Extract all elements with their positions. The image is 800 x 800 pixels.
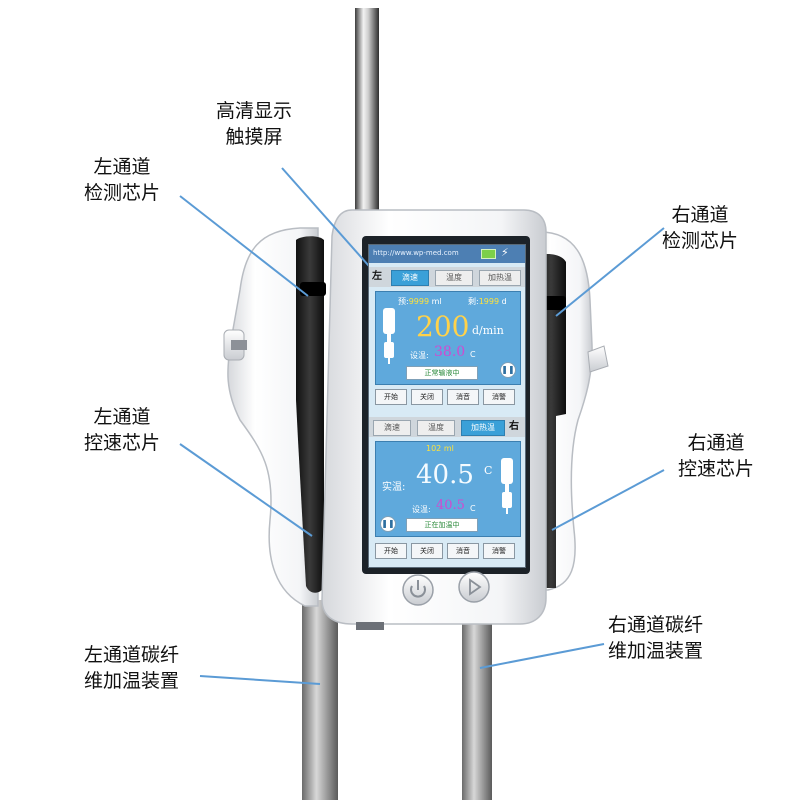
bottom-actual-temp: 40.5 (416, 460, 474, 490)
bottom-side-label: 右 (509, 421, 519, 432)
bottom-actual-label: 实温: (382, 482, 406, 493)
label-left-detect-chip: 左通道检测芯片 (84, 156, 161, 204)
play-button[interactable] (458, 571, 490, 603)
bottom-remaining: 102 ml (426, 444, 454, 453)
power-icon (410, 585, 426, 598)
label-touch-screen: 高清显示触摸屏 (216, 100, 293, 148)
bottom-clear-alarm-button[interactable]: 消警 (483, 543, 515, 559)
top-tab-temp[interactable]: 温度 (435, 270, 473, 286)
top-start-button[interactable]: 开始 (375, 389, 407, 405)
top-drip-rate: 200 (416, 310, 470, 343)
top-preset-total: 预:9999 ml (398, 297, 442, 306)
right-clamp-knob (587, 345, 609, 373)
bottom-mute-button[interactable]: 消音 (447, 543, 479, 559)
bottom-channel-panel: 102 ml 实温: 40.5 C 设温: 40.5 C ❚❚ 正在加温中 (375, 441, 521, 537)
right-heating-tube (462, 600, 492, 800)
left-channel-strip (296, 236, 324, 593)
label-right-detect-chip: 右通道检测芯片 (662, 204, 739, 252)
iv-pole (355, 8, 379, 218)
bottom-set-label: 设温: (412, 505, 431, 514)
play-icon (469, 578, 482, 596)
bottom-actual-unit: C (484, 464, 493, 477)
screen-status-bar: http://www.wp-med.com ⚡ (369, 245, 525, 263)
bottom-pause-button[interactable]: ❚❚ (380, 516, 396, 532)
top-mute-button[interactable]: 消音 (447, 389, 479, 405)
top-channel-panel: 预:9999 ml 剩:1999 d 200 d/min 设温: 38.0 C … (375, 291, 521, 385)
left-heating-tube (302, 600, 338, 800)
callout-line-right-detect (555, 227, 665, 317)
top-temp-value: 38.0 (434, 344, 466, 360)
bottom-tab-bar: 滴速 温度 加热温 右 (369, 417, 525, 437)
bottom-connector (356, 622, 384, 630)
left-clamp-slot (231, 340, 247, 350)
label-left-heater: 左通道碳纤维加温装置 (84, 644, 180, 692)
callout-line-left-speed (179, 443, 313, 537)
callout-line-right-speed (551, 469, 665, 531)
top-side-label: 左 (372, 271, 382, 282)
top-tab-heat[interactable]: 加热温 (479, 270, 521, 286)
bottom-stop-button[interactable]: 关闭 (411, 543, 443, 559)
callout-line-right-heater (479, 643, 605, 669)
top-clear-alarm-button[interactable]: 消警 (483, 389, 515, 405)
top-tab-bar: 左 滴速 温度 加热温 (369, 267, 525, 287)
screen-url: http://www.wp-med.com (373, 249, 459, 257)
label-right-heater: 右通道碳纤维加温装置 (608, 614, 704, 662)
callout-line-left-detect (179, 195, 309, 297)
callout-lines (179, 167, 665, 685)
bottom-status: 正在加温中 (406, 518, 478, 532)
left-wing-shell (227, 227, 319, 607)
iv-bottle-icon (383, 308, 395, 364)
top-tab-drip[interactable]: 滴速 (391, 270, 429, 286)
iv-bottle-icon-right (501, 458, 513, 514)
top-temp-unit: C (470, 350, 476, 359)
touch-screen[interactable]: http://www.wp-med.com ⚡ 左 滴速 温度 加热温 预:99… (368, 244, 526, 568)
top-stop-button[interactable]: 关闭 (411, 389, 443, 405)
left-detect-window (300, 282, 326, 296)
bottom-tab-temp[interactable]: 温度 (417, 420, 455, 436)
top-status: 正常输液中 (406, 366, 478, 380)
label-left-speed-chip: 左通道控速芯片 (84, 406, 161, 454)
battery-icon (481, 249, 496, 259)
top-preset-rate: 剩:1999 d (468, 297, 507, 306)
bottom-tab-heat[interactable]: 加热温 (461, 420, 505, 436)
bottom-start-button[interactable]: 开始 (375, 543, 407, 559)
bottom-set-value: 40.5 (436, 498, 465, 513)
top-pause-button[interactable]: ❚❚ (500, 362, 516, 378)
top-drip-rate-unit: d/min (472, 324, 504, 337)
callout-line-left-heater (199, 675, 321, 685)
bottom-tab-drip[interactable]: 滴速 (373, 420, 411, 436)
label-right-speed-chip: 右通道控速芯片 (678, 432, 755, 480)
bottom-set-unit: C (470, 504, 476, 513)
plug-icon: ⚡ (501, 246, 509, 259)
top-temp-label: 设温: (410, 351, 429, 360)
